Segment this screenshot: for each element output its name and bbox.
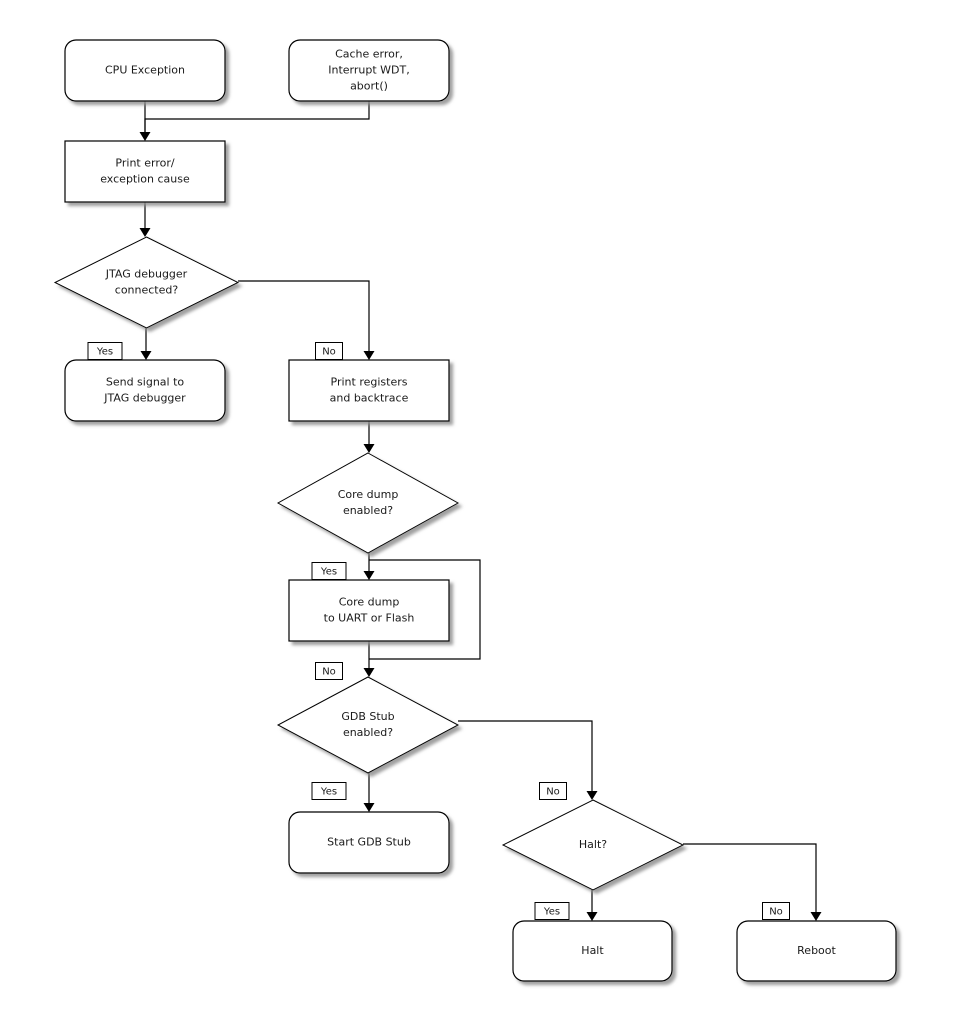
node-shape-diamond — [53, 236, 240, 329]
node-reboot[interactable]: Reboot — [736, 920, 897, 982]
edge-label-box — [87, 342, 123, 360]
edge-e-gdb-yes — [363, 773, 375, 812]
arrowhead-icon — [363, 444, 375, 453]
node-start-gdb-stub[interactable]: Start GDB Stub — [288, 811, 450, 874]
edge-path — [238, 280, 370, 353]
arrowhead-icon — [140, 351, 152, 360]
node-label: Print error/exception cause — [100, 157, 190, 186]
edge-e-halt-yes — [586, 890, 598, 921]
node-shape-diamond — [276, 452, 460, 554]
edge-label-text: No — [769, 907, 783, 918]
node-shape-rounded-rect — [64, 39, 226, 102]
edge-path — [369, 559, 481, 660]
node-cpu-exception[interactable]: CPU Exception — [64, 39, 226, 102]
edge-e-coredump-yes — [363, 553, 375, 580]
node-label: CPU Exception — [105, 64, 185, 77]
edge-label-box — [315, 662, 343, 680]
edge-path — [144, 101, 370, 134]
node-shape-rounded-rect — [64, 359, 226, 422]
edge-label-text: No — [322, 347, 336, 358]
edge-label-box — [311, 562, 347, 580]
node-halt[interactable]: Halt — [512, 920, 673, 982]
edge-label-text: No — [546, 787, 560, 798]
edge-label-text: Yes — [96, 347, 113, 358]
edges-layer — [139, 101, 822, 921]
edge-label-text: Yes — [543, 907, 560, 918]
edge-label-box — [539, 782, 567, 800]
edge-label-e-halt-no: No — [762, 902, 790, 920]
edge-e-coredump-out-to-gdb — [363, 641, 375, 677]
edge-label-box — [534, 902, 570, 920]
node-shape-rounded-rect — [288, 811, 450, 874]
arrowhead-icon — [363, 803, 375, 812]
edge-e-coredump-no-bypass — [369, 559, 481, 660]
node-print-error-cause[interactable]: Print error/exception cause — [64, 140, 226, 203]
node-shape-rounded-rect — [736, 920, 897, 982]
node-shape-rounded-rect — [288, 39, 450, 102]
arrowhead-icon — [363, 351, 375, 360]
node-halt-decision[interactable]: Halt? — [501, 799, 685, 891]
arrowhead-icon — [139, 228, 151, 237]
edge-label-text: Yes — [320, 787, 337, 798]
edge-label-text: Yes — [320, 567, 337, 578]
edge-e-registers-to-coredump — [363, 421, 375, 453]
edge-e-cache-to-print — [144, 101, 370, 134]
edge-label-e-halt-yes: Yes — [534, 902, 570, 920]
edge-label-e-jtag-no: No — [315, 342, 343, 360]
edge-label-e-gdb-yes: Yes — [311, 782, 347, 800]
edge-label-e-jtag-yes: Yes — [87, 342, 123, 360]
edge-label-e-coredump-no-bypass: No — [315, 662, 343, 680]
node-label: Cache error,Interrupt WDT,abort() — [328, 48, 409, 93]
node-label: Halt — [581, 944, 604, 957]
node-shape-rect — [288, 579, 450, 642]
edge-e-halt-no — [683, 843, 822, 921]
node-shape-rect — [288, 359, 450, 422]
edge-label-e-coredump-yes: Yes — [311, 562, 347, 580]
arrowhead-icon — [810, 912, 822, 921]
node-label: Halt? — [579, 838, 607, 851]
arrowhead-icon — [139, 132, 151, 141]
arrowhead-icon — [363, 571, 375, 580]
edge-e-jtag-no — [238, 280, 375, 360]
edge-label-text: No — [322, 667, 336, 678]
edge-e-gdb-no — [458, 720, 598, 800]
node-label: Reboot — [797, 944, 836, 957]
edge-e-print-to-jtag — [139, 202, 151, 237]
arrowhead-icon — [363, 668, 375, 677]
edge-label-box — [762, 902, 790, 920]
node-shape-diamond — [276, 676, 460, 774]
node-shape-rect — [64, 140, 226, 203]
edge-label-e-gdb-no: No — [539, 782, 567, 800]
node-cache-error[interactable]: Cache error,Interrupt WDT,abort() — [288, 39, 450, 102]
arrowhead-icon — [586, 791, 598, 800]
node-shape-diamond — [501, 799, 685, 891]
arrowhead-icon — [586, 912, 598, 921]
node-shape-rounded-rect — [512, 920, 673, 982]
edge-path — [458, 720, 593, 793]
node-label: Start GDB Stub — [327, 836, 411, 849]
edge-e-jtag-yes — [140, 328, 152, 360]
edge-label-box — [311, 782, 347, 800]
nodes-layer: CPU Exception Cache error,Interrupt WDT,a… — [53, 39, 897, 982]
edge-path — [683, 843, 817, 914]
edge-label-box — [315, 342, 343, 360]
